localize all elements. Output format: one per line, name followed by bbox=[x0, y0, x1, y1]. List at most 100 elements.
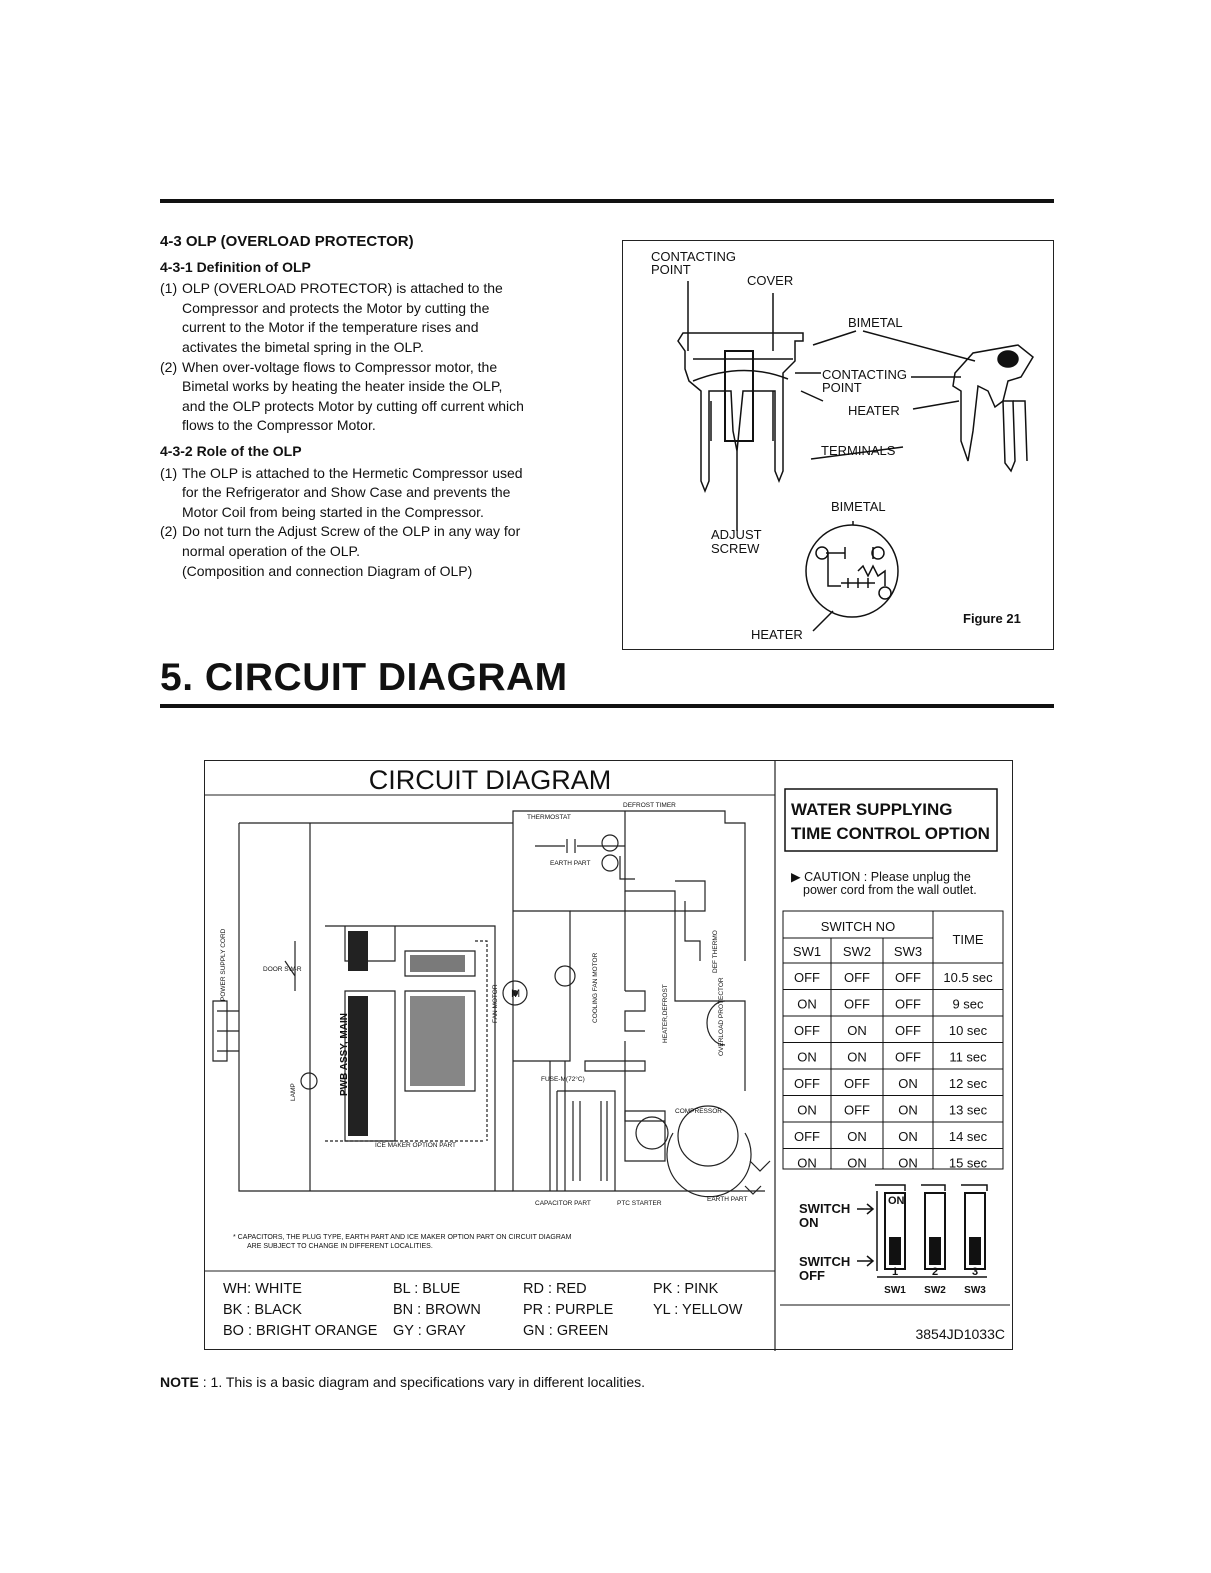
table-cell-time: 13 sec bbox=[949, 1103, 988, 1118]
list-item: (1)The OLP is attached to the Hermetic C… bbox=[160, 464, 600, 523]
table-cell-switch: OFF bbox=[844, 970, 870, 985]
label-ice-maker: ICE MAKER OPTION PART bbox=[375, 1142, 456, 1149]
legend-entry: BO : BRIGHT ORANGE bbox=[223, 1323, 378, 1339]
label-def-thermo: DEF THERMO bbox=[712, 930, 719, 973]
fig-label-adjust: ADJUST bbox=[711, 527, 762, 542]
switch-off-label-2: OFF bbox=[799, 1268, 825, 1283]
switch-off-label-1: SWITCH bbox=[799, 1254, 850, 1269]
note: NOTE : 1. This is a basic diagram and sp… bbox=[160, 1374, 645, 1390]
item-line: current to the Motor if the temperature … bbox=[182, 319, 479, 336]
item-line: activates the bimetal spring in the OLP. bbox=[182, 338, 424, 355]
figure-caption: Figure 21 bbox=[963, 611, 1021, 626]
note-text: : 1. This is a basic diagram and specifi… bbox=[198, 1374, 646, 1390]
olp-figure-drawing: CONTACTING POINT COVER BIMETAL CONTACTIN… bbox=[651, 249, 1034, 642]
circuit-title: CIRCUIT DIAGRAM bbox=[369, 765, 612, 795]
fig-label-heater: HEATER bbox=[848, 403, 900, 418]
item-body: When over-voltage flows to Compressor mo… bbox=[182, 358, 600, 436]
label-lamp: LAMP bbox=[290, 1083, 297, 1101]
fig-label-cover: COVER bbox=[747, 273, 793, 288]
fan-motor-m: M bbox=[511, 988, 520, 1000]
label-fuse: FUSE-M(72°C) bbox=[541, 1075, 585, 1083]
fig-label-screw: SCREW bbox=[711, 541, 760, 556]
switch-number: 1 bbox=[892, 1266, 898, 1278]
switch-number: 2 bbox=[932, 1266, 938, 1278]
item-line: and the OLP protects Motor by cutting of… bbox=[182, 397, 524, 414]
table-cell-switch: OFF bbox=[794, 970, 820, 985]
label-earth-part: EARTH PART bbox=[550, 860, 590, 867]
table-cell-switch: ON bbox=[797, 1103, 817, 1118]
fig-label-point: POINT bbox=[651, 262, 691, 277]
top-rule bbox=[160, 199, 1054, 203]
olp-section: 4-3 OLP (OVERLOAD PROTECTOR) 4-3-1 Defin… bbox=[160, 232, 600, 581]
caution-line-2: power cord from the wall outlet. bbox=[803, 883, 977, 897]
item-body: OLP (OVERLOAD PROTECTOR) is attached to … bbox=[182, 279, 600, 357]
legend-entry: BL : BLUE bbox=[393, 1281, 460, 1297]
water-title-2: TIME CONTROL OPTION bbox=[791, 824, 990, 843]
list-item: (2)Do not turn the Adjust Screw of the O… bbox=[160, 522, 600, 581]
table-cell-switch: OFF bbox=[895, 970, 921, 985]
note-label: NOTE bbox=[160, 1374, 199, 1390]
item-line: Bimetal works by heating the heater insi… bbox=[182, 378, 503, 395]
item-line: Motor Coil from being started in the Com… bbox=[182, 503, 484, 520]
fig-label-terminals: TERMINALS bbox=[821, 443, 896, 458]
switch-on-label-2: ON bbox=[799, 1215, 819, 1230]
item-line: for the Refrigerator and Show Case and p… bbox=[182, 484, 511, 501]
item-number: (2) bbox=[160, 523, 178, 540]
circuit-diagram-panel: CIRCUIT DIAGRAM bbox=[204, 760, 1013, 1351]
item-number: (1) bbox=[160, 280, 178, 297]
switch-on-tag: ON bbox=[888, 1195, 905, 1207]
label-power-cord: POWER SUPPLY CORD bbox=[220, 928, 227, 1001]
item-body: The OLP is attached to the Hermetic Comp… bbox=[182, 464, 600, 523]
item-line: Do not turn the Adjust Screw of the OLP … bbox=[182, 523, 521, 540]
item-line: When over-voltage flows to Compressor mo… bbox=[182, 358, 498, 375]
olp-role-heading: 4-3-2 Role of the OLP bbox=[160, 442, 302, 459]
olp-definition-heading: 4-3-1 Definition of OLP bbox=[160, 258, 311, 275]
item-number: (1) bbox=[160, 464, 178, 481]
label-capacitor-part: CAPACITOR PART bbox=[535, 1200, 591, 1207]
item-line: The OLP is attached to the Hermetic Comp… bbox=[182, 464, 523, 481]
legend-entry: BK : BLACK bbox=[223, 1302, 302, 1318]
table-cell-switch: ON bbox=[797, 1050, 817, 1065]
label-earth-part2: EARTH PART bbox=[707, 1196, 747, 1203]
table-cell-switch: ON bbox=[847, 1129, 867, 1144]
fig-label-point2: POINT bbox=[822, 380, 862, 395]
list-item: (1)OLP (OVERLOAD PROTECTOR) is attached … bbox=[160, 279, 600, 357]
table-cell-time: 9 sec bbox=[952, 997, 984, 1012]
list-item: (2)When over-voltage flows to Compressor… bbox=[160, 358, 600, 436]
table-cell-switch: OFF bbox=[794, 1076, 820, 1091]
table-cell-switch: OFF bbox=[844, 1103, 870, 1118]
table-time-header: TIME bbox=[952, 932, 983, 947]
table-cell-switch: OFF bbox=[895, 997, 921, 1012]
table-cell-switch: OFF bbox=[895, 1023, 921, 1038]
table-cell-time: 14 sec bbox=[949, 1129, 988, 1144]
olp-figure: CONTACTING POINT COVER BIMETAL CONTACTIN… bbox=[622, 240, 1054, 650]
table-cell-switch: ON bbox=[847, 1023, 867, 1038]
fig-label-bimetal: BIMETAL bbox=[848, 315, 903, 330]
table-cell-time: 12 sec bbox=[949, 1076, 988, 1091]
switch-label: SW2 bbox=[924, 1285, 946, 1296]
label-ptc-starter: PTC STARTER bbox=[617, 1200, 662, 1207]
item-line: Compressor and protects the Motor by cut… bbox=[182, 299, 490, 316]
section-rule bbox=[160, 704, 1054, 708]
table-cell-switch: ON bbox=[898, 1129, 918, 1144]
circuit-footnote-1: * CAPACITORS, THE PLUG TYPE, EARTH PART … bbox=[233, 1234, 572, 1241]
circuit-footnote-2: ARE SUBJECT TO CHANGE IN DIFFERENT LOCAL… bbox=[247, 1243, 433, 1250]
part-number: 3854JD1033C bbox=[915, 1326, 1005, 1342]
label-overload-protector: OVERLOAD PROTECTOR bbox=[718, 977, 725, 1056]
table-header-sw1: SW1 bbox=[793, 944, 821, 959]
section-title: 5. CIRCUIT DIAGRAM bbox=[160, 656, 568, 699]
item-line: normal operation of the OLP. bbox=[182, 542, 360, 559]
legend-entry: RD : RED bbox=[523, 1281, 587, 1297]
label-compressor: COMPRESSOR bbox=[675, 1108, 722, 1115]
table-switch-no: SWITCH NO bbox=[821, 919, 895, 934]
legend-entry: GY : GRAY bbox=[393, 1323, 466, 1339]
table-cell-time: 10.5 sec bbox=[943, 970, 993, 985]
legend-entry: PR : PURPLE bbox=[523, 1302, 614, 1318]
